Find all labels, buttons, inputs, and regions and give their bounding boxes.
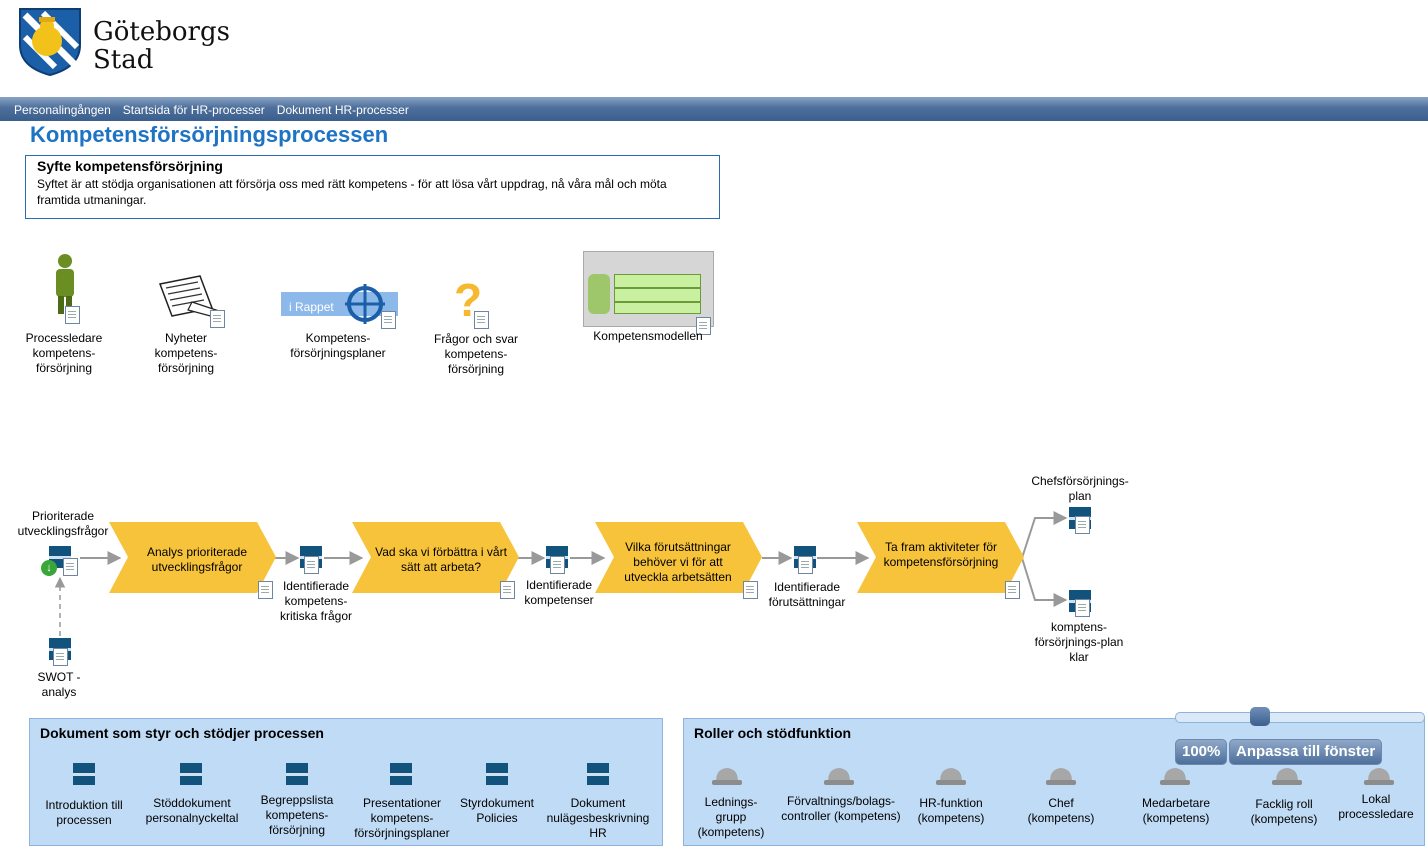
document-icon bbox=[65, 306, 80, 324]
org-name: Göteborgs Stad bbox=[93, 18, 230, 74]
tile-label-kompetensmodellen: Kompetensmodellen bbox=[593, 329, 703, 343]
tile-kompetensforsorjningsplaner[interactable]: i Rappet bbox=[281, 282, 398, 329]
doc-stoddokument[interactable]: Stöddokument personalnyckeltal bbox=[145, 796, 239, 825]
document-icon bbox=[798, 556, 813, 574]
fit-to-window-button[interactable]: Anpassa till fönster bbox=[1229, 739, 1383, 765]
person-icon bbox=[56, 254, 74, 314]
zoom-slider-track[interactable] bbox=[1175, 712, 1425, 723]
document-icon[interactable] bbox=[390, 763, 412, 785]
coat-of-arms-icon bbox=[19, 8, 81, 77]
tile-fragor-och-svar[interactable]: ? bbox=[454, 277, 494, 329]
document-icon bbox=[210, 310, 225, 328]
tile-label-processledare: Processledare kompetens-försörjning bbox=[25, 331, 103, 375]
output-forutsattningar: Identifierade förutsättningar bbox=[768, 580, 846, 609]
document-icon bbox=[304, 556, 319, 574]
role-facklig[interactable]: Facklig roll (kompetens) bbox=[1250, 797, 1318, 826]
document-icon bbox=[258, 581, 273, 599]
role-ledningsgrupp[interactable]: Lednings-grupp (kompetens) bbox=[697, 795, 765, 839]
doc-introduktion[interactable]: Introduktion till processen bbox=[45, 798, 123, 827]
document-icon bbox=[474, 311, 489, 329]
documents-panel: Dokument som styr och stödjer processen … bbox=[29, 718, 663, 846]
document-icon bbox=[500, 581, 515, 599]
document-icon[interactable] bbox=[486, 763, 508, 785]
document-icon bbox=[743, 581, 758, 599]
tile-kompetensmodellen[interactable] bbox=[583, 251, 714, 335]
document-icon bbox=[1075, 599, 1090, 617]
purpose-box: Syfte kompetensförsörjning Syftet är att… bbox=[25, 155, 720, 219]
document-icon bbox=[696, 317, 711, 335]
download-icon: ↓ bbox=[41, 560, 57, 576]
role-hat-icon[interactable] bbox=[1046, 765, 1076, 787]
document-icon bbox=[381, 311, 396, 329]
role-hr-funktion[interactable]: HR-funktion (kompetens) bbox=[917, 796, 985, 825]
document-icon[interactable] bbox=[180, 763, 202, 785]
role-medarbetare[interactable]: Medarbetare (kompetens) bbox=[1141, 796, 1211, 825]
purpose-text: Syftet är att stödja organisationen att … bbox=[37, 177, 667, 207]
tile-processledare[interactable] bbox=[45, 252, 85, 324]
role-controller[interactable]: Förvaltnings/bolags-controller (kompeten… bbox=[781, 794, 901, 823]
target-icon bbox=[345, 284, 385, 324]
org-name-line2: Stad bbox=[93, 45, 154, 75]
role-chef[interactable]: Chef (kompetens) bbox=[1027, 796, 1095, 825]
model-thumbnail bbox=[583, 251, 714, 327]
step-analys[interactable]: Analys prioriterade utvecklingsfrågor bbox=[146, 545, 248, 574]
document-icon bbox=[53, 648, 68, 666]
doc-presentationer[interactable]: Presentationer kompetens-försörjningspla… bbox=[354, 796, 450, 840]
document-icon[interactable] bbox=[587, 763, 609, 785]
document-icon bbox=[1005, 581, 1020, 599]
output-kompetenser: Identifierade kompetenser bbox=[524, 578, 594, 607]
document-icon[interactable] bbox=[73, 763, 95, 785]
document-icon bbox=[1075, 516, 1090, 534]
doc-begreppslista[interactable]: Begreppslista kompetens-försörjning bbox=[260, 793, 334, 837]
start-event-label: Prioriterade utvecklingsfrågor bbox=[17, 509, 109, 538]
purpose-heading: Syfte kompetensförsörjning bbox=[37, 158, 223, 174]
tile-label-fragor: Frågor och svar kompetens-försörjning bbox=[433, 332, 519, 376]
end-plan-klar-label: komptens-försörjnings-plan klar bbox=[1034, 620, 1124, 664]
page-title: Kompetensförsörjningsprocessen bbox=[30, 122, 389, 147]
nav-link-hr-documents[interactable]: Dokument HR-processer bbox=[276, 103, 409, 117]
end-chefsforsorjningsplan-label: Chefsförsörjnings-plan bbox=[1031, 474, 1129, 503]
role-lokal-processledare[interactable]: Lokal processledare bbox=[1338, 792, 1414, 821]
tile-label-nyheter: Nyheter kompetens-försörjning bbox=[154, 331, 218, 375]
documents-panel-heading: Dokument som styr och stödjer processen bbox=[40, 725, 324, 741]
zoom-100-button[interactable]: 100% bbox=[1175, 739, 1228, 765]
tile-nyheter[interactable] bbox=[152, 272, 230, 328]
role-hat-icon[interactable] bbox=[1160, 765, 1190, 787]
document-icon bbox=[63, 558, 78, 576]
step-forutsattningar[interactable]: Vilka förutsättningar behöver vi för att… bbox=[624, 540, 732, 584]
document-icon bbox=[550, 556, 565, 574]
city-logo[interactable] bbox=[15, 5, 85, 82]
role-hat-icon[interactable] bbox=[936, 765, 966, 787]
rappet-banner-text: i Rappet bbox=[289, 300, 334, 314]
tile-label-planer: Kompetens-försörjningsplaner bbox=[290, 331, 386, 360]
nav-bar: Personalingången Startsida för HR-process… bbox=[0, 97, 1428, 121]
output-kritiska-fragor: Identifierade kompetens-kritiska frågor bbox=[279, 579, 353, 623]
role-hat-icon[interactable] bbox=[1272, 765, 1302, 787]
roles-panel-heading: Roller och stödfunktion bbox=[694, 725, 852, 741]
roles-panel: Roller och stödfunktion Lednings-grupp (… bbox=[683, 718, 1425, 846]
zoom-slider-handle[interactable] bbox=[1250, 707, 1270, 726]
nav-link-hr-start[interactable]: Startsida för HR-processer bbox=[122, 103, 265, 117]
document-icon[interactable] bbox=[286, 763, 308, 785]
step-ta-fram[interactable]: Ta fram aktiviteter för kompetensförsörj… bbox=[883, 540, 999, 569]
role-hat-icon[interactable] bbox=[712, 765, 742, 787]
nav-link-personalingangen[interactable]: Personalingången bbox=[14, 103, 111, 117]
role-hat-icon[interactable] bbox=[824, 765, 854, 787]
role-hat-icon[interactable] bbox=[1364, 765, 1394, 787]
org-name-line1: Göteborgs bbox=[93, 17, 230, 47]
doc-nulagesbeskrivning[interactable]: Dokument nulägesbeskrivning HR bbox=[546, 796, 650, 840]
newspaper-icon bbox=[158, 275, 223, 319]
step-forbattra[interactable]: Vad ska vi förbättra i vårt sätt att arb… bbox=[375, 545, 507, 574]
swot-label: SWOT - analys bbox=[37, 670, 81, 699]
doc-styrdokument[interactable]: Styrdokument Policies bbox=[459, 796, 535, 825]
